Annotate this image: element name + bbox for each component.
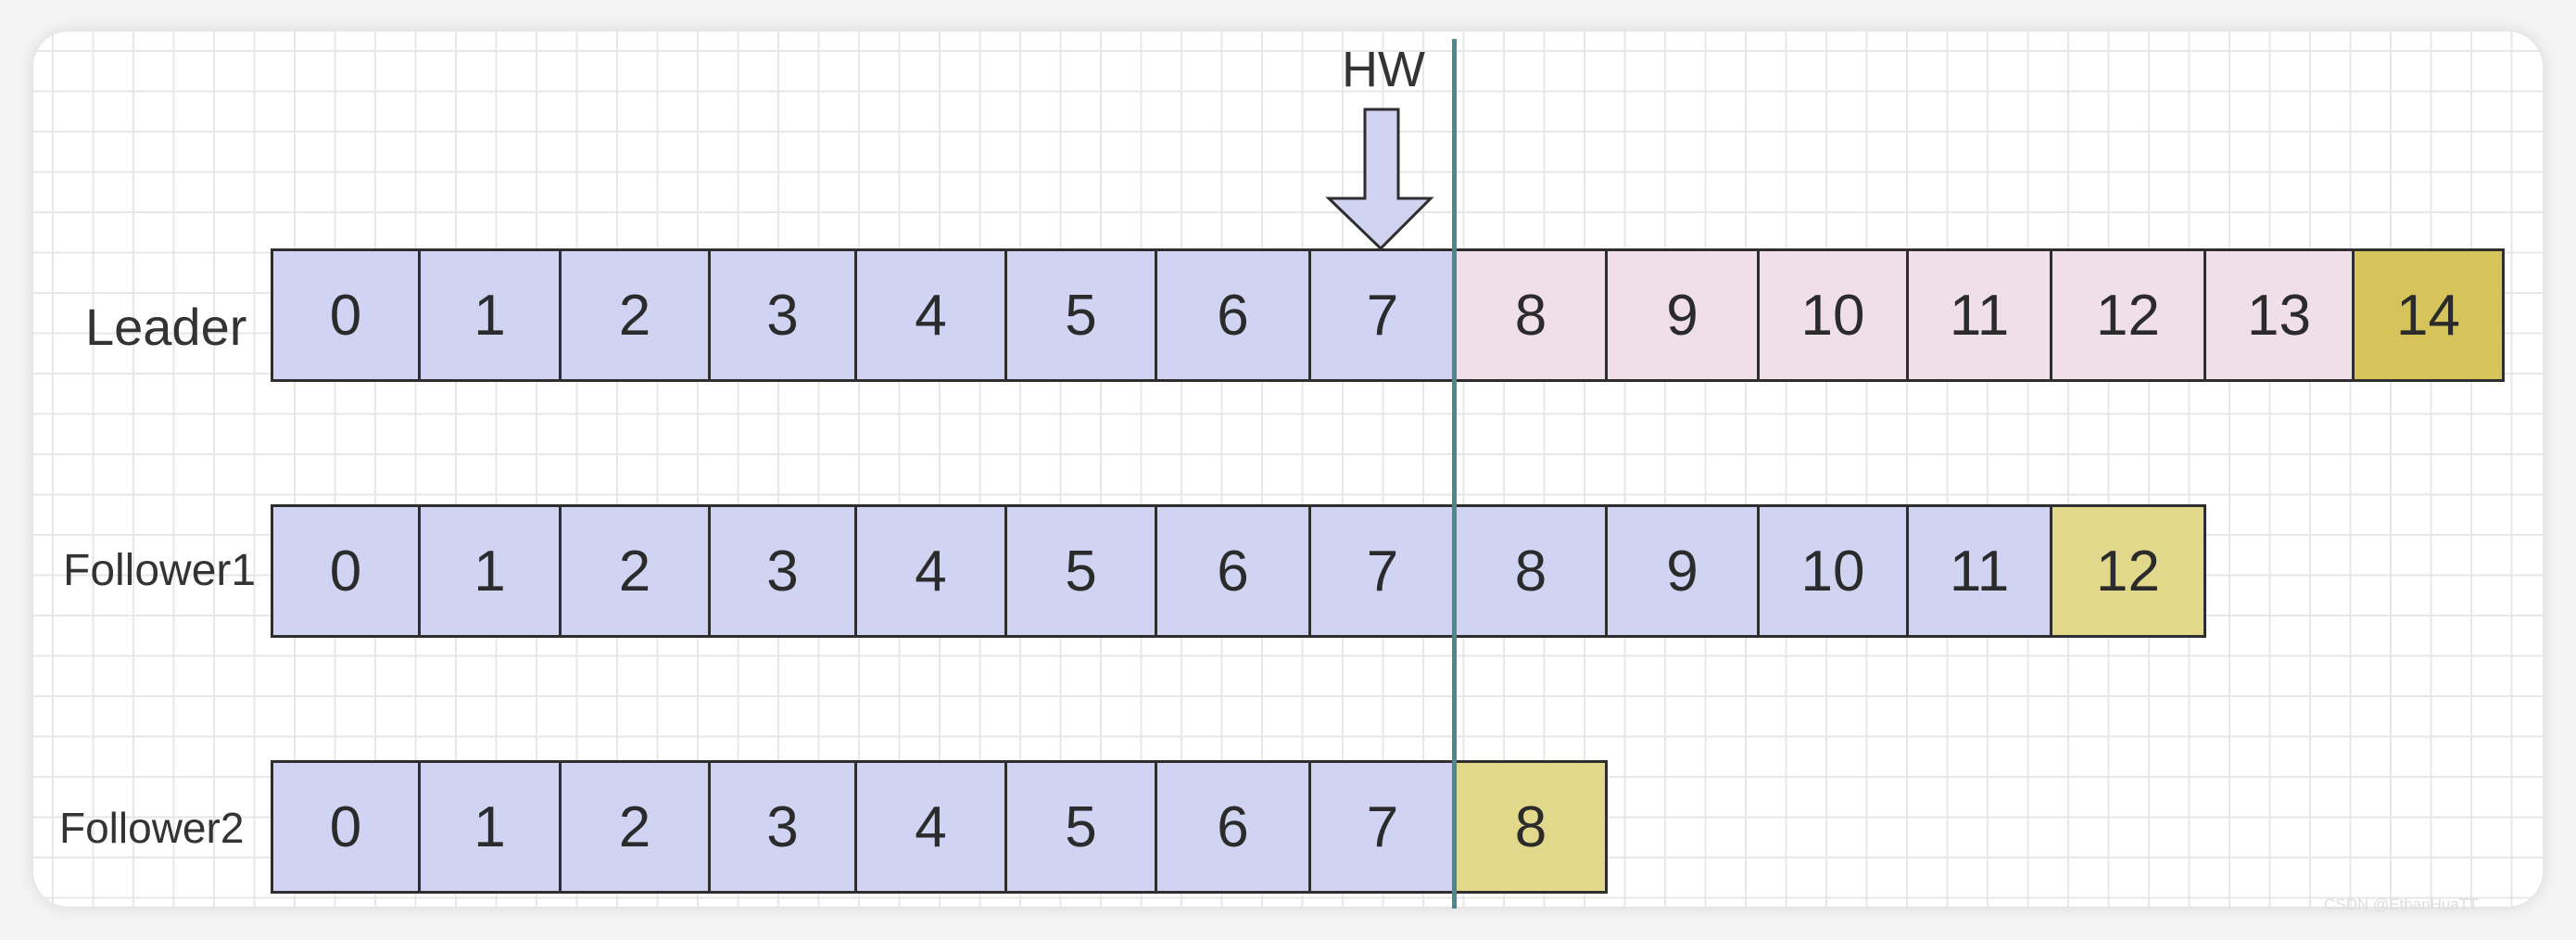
log-cell-follower1-0: 0 (271, 504, 421, 638)
log-cell-follower2-8: 8 (1454, 760, 1608, 894)
log-cell-follower1-2: 2 (559, 504, 711, 638)
hw-label: HW (1342, 42, 1425, 97)
log-cell-leader-1: 1 (418, 248, 562, 382)
log-cell-follower2-4: 4 (854, 760, 1007, 894)
log-cell-leader-9: 9 (1605, 248, 1760, 382)
log-cell-follower1-3: 3 (708, 504, 857, 638)
log-cell-leader-13: 13 (2203, 248, 2355, 382)
log-cell-follower2-0: 0 (271, 760, 421, 894)
watermark: CSDN @EthanHuaTT (2324, 896, 2479, 913)
log-cell-follower1-5: 5 (1004, 504, 1157, 638)
log-cell-follower1-4: 4 (854, 504, 1007, 638)
log-cell-leader-5: 5 (1004, 248, 1157, 382)
log-cell-leader-11: 11 (1906, 248, 2052, 382)
log-cell-leader-3: 3 (708, 248, 857, 382)
log-cell-follower1-8: 8 (1454, 504, 1608, 638)
log-cell-leader-0: 0 (271, 248, 421, 382)
log-cell-follower2-6: 6 (1155, 760, 1311, 894)
log-cell-leader-14: 14 (2352, 248, 2505, 382)
log-cell-follower2-7: 7 (1308, 760, 1457, 894)
log-cell-follower1-6: 6 (1155, 504, 1311, 638)
log-cell-follower1-11: 11 (1906, 504, 2052, 638)
row-label-leader: Leader (85, 298, 247, 356)
log-cell-follower2-2: 2 (559, 760, 711, 894)
log-cell-follower1-10: 10 (1757, 504, 1909, 638)
log-cell-leader-12: 12 (2050, 248, 2206, 382)
log-cell-follower1-7: 7 (1308, 504, 1457, 638)
hw-line (1452, 39, 1457, 908)
row-label-follower1: Follower1 (63, 546, 257, 595)
log-cell-follower2-1: 1 (418, 760, 562, 894)
log-cell-leader-7: 7 (1308, 248, 1457, 382)
row-label-follower2: Follower2 (59, 804, 245, 852)
log-cell-follower2-3: 3 (708, 760, 857, 894)
log-cell-leader-4: 4 (854, 248, 1007, 382)
log-cell-leader-10: 10 (1757, 248, 1909, 382)
log-cell-follower1-1: 1 (418, 504, 562, 638)
log-cell-follower1-9: 9 (1605, 504, 1760, 638)
log-cell-leader-8: 8 (1454, 248, 1608, 382)
log-cell-follower2-5: 5 (1004, 760, 1157, 894)
log-cell-leader-2: 2 (559, 248, 711, 382)
log-cell-leader-6: 6 (1155, 248, 1311, 382)
log-cell-follower1-12: 12 (2050, 504, 2206, 638)
